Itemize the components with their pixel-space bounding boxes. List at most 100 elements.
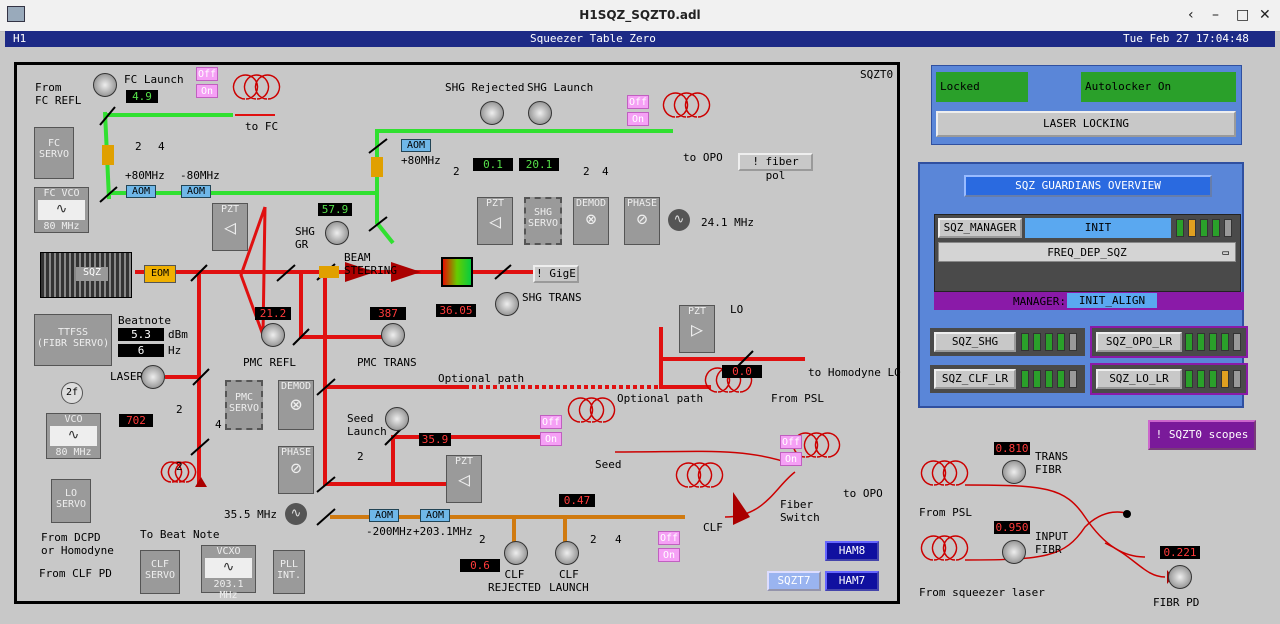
sqz-clf-lr-button[interactable]: SQZ_CLF_LR bbox=[934, 369, 1016, 389]
seed-label: Seed bbox=[595, 458, 622, 471]
photodiode-clf-rejected bbox=[504, 541, 528, 565]
phase-shg-box[interactable]: PHASE⊘ bbox=[624, 197, 660, 245]
fc-shutter-on[interactable]: On bbox=[196, 84, 218, 98]
fc-vco-box[interactable]: FC VCO ∿ 80 MHz bbox=[34, 187, 89, 233]
ttfss-box[interactable]: TTFSS (FIBR SERVO) bbox=[34, 314, 112, 366]
optional-path-label: Optional path bbox=[438, 372, 525, 385]
from-dcpd-label: From DCPD or Homodyne bbox=[41, 531, 114, 557]
minimize-icon[interactable]: ‹ bbox=[1188, 7, 1194, 23]
maximize-icon[interactable]: □ bbox=[1236, 7, 1250, 23]
state-segment bbox=[1021, 370, 1029, 388]
aom-clf-1[interactable]: AOM bbox=[369, 509, 399, 522]
sqz-manager-button[interactable]: SQZ_MANAGER bbox=[938, 218, 1022, 238]
clf-shutter-on[interactable]: On bbox=[658, 548, 680, 562]
sqz-opo-lr-button[interactable]: SQZ_OPO_LR bbox=[1096, 332, 1182, 352]
fiber-fc bbox=[232, 74, 281, 100]
guardians-overview-button[interactable]: SQZ GUARDIANS OVERVIEW bbox=[964, 175, 1212, 197]
clf-servo-box[interactable]: CLF SERVO bbox=[140, 550, 180, 594]
ham8-button[interactable]: HAM8 bbox=[825, 541, 879, 561]
aom-fc-1[interactable]: AOM bbox=[126, 185, 156, 198]
demod-shg-box[interactable]: DEMOD⊗ bbox=[573, 197, 609, 245]
vco-box[interactable]: VCO ∿ 80 MHz bbox=[46, 413, 101, 459]
demod-pmc-box[interactable]: DEMOD⊗ bbox=[278, 380, 314, 430]
phase-label: PHASE bbox=[280, 447, 312, 458]
pzt-triangle-icon: ◁ bbox=[457, 467, 471, 491]
vcxo-box[interactable]: VCXO ∿ 203.1 MHz bbox=[201, 545, 256, 601]
opo2-shutter-off[interactable]: Off bbox=[780, 435, 802, 449]
pmc-servo-box[interactable]: PMC SERVO bbox=[225, 380, 263, 430]
phase-pmc-box[interactable]: PHASE⊘ bbox=[278, 446, 314, 494]
shg-servo-box[interactable]: SHG SERVO bbox=[524, 197, 562, 245]
waveplate-half-ir2: 2 bbox=[176, 460, 183, 473]
green-beam-shg bbox=[375, 193, 395, 245]
clf-launch-label: CLF LAUNCH bbox=[549, 568, 589, 594]
clf-shutter-off[interactable]: Off bbox=[658, 531, 680, 545]
opo2-shutter-on[interactable]: On bbox=[780, 452, 802, 466]
shg-rejected-readback: 0.1 bbox=[473, 158, 513, 171]
minimize-button[interactable]: – bbox=[1212, 7, 1219, 23]
close-icon[interactable]: ✕ bbox=[1259, 7, 1271, 23]
pzt-label: PZT bbox=[220, 204, 240, 215]
state-segment bbox=[1233, 333, 1241, 351]
pzt-lo-box[interactable]: PZT▷ bbox=[679, 305, 715, 353]
sqzt7-button[interactable]: SQZT7 bbox=[767, 571, 821, 591]
to-opo-label: to OPO bbox=[683, 151, 723, 164]
fiber-pol-button[interactable]: ! fiber pol bbox=[738, 153, 813, 182]
sqz-shg-button[interactable]: SQZ_SHG bbox=[934, 332, 1016, 352]
lens-red bbox=[319, 266, 339, 278]
sqz-lo-lr-button[interactable]: SQZ_LO_LR bbox=[1096, 369, 1182, 389]
fibr-pd-readback: 0.221 bbox=[1160, 546, 1200, 559]
sqz-laser[interactable]: SQZ bbox=[40, 252, 132, 298]
pll-box[interactable]: PLL INT. bbox=[273, 550, 305, 594]
laser-locking-button[interactable]: LASER LOCKING bbox=[936, 111, 1236, 137]
from-clf-pd-label: From CLF PD bbox=[39, 567, 112, 580]
pmc-trans-readback: 387 bbox=[370, 307, 406, 320]
trans-fibr-label: TRANS FIBR bbox=[1035, 450, 1069, 476]
clf-rejected-label: CLF REJECTED bbox=[488, 568, 541, 594]
sqzt0-scopes-button[interactable]: ! SQZT0 scopes bbox=[1148, 420, 1256, 450]
to-homodyne-label: to Homodyne LO bbox=[808, 366, 901, 379]
waveplate-half-seed: 2 bbox=[357, 450, 364, 463]
pzt-pmc-box[interactable]: PZT◁ bbox=[212, 203, 248, 251]
oscillator-icon: ∿ bbox=[285, 503, 307, 525]
fiber-seed-out bbox=[614, 450, 796, 466]
photodiode-pmc-trans bbox=[381, 323, 405, 347]
lo-servo-box[interactable]: LO SERVO bbox=[51, 479, 91, 523]
pzt-shg-box[interactable]: PZT◁ bbox=[477, 197, 513, 245]
table-frame bbox=[14, 62, 900, 604]
shg-launch-readback: 20.1 bbox=[519, 158, 559, 171]
pzt-label: PZT bbox=[687, 306, 707, 317]
manager-state: INIT bbox=[1025, 218, 1171, 238]
fiber-coupler-diagram bbox=[920, 460, 1173, 584]
fc-shutter-off[interactable]: Off bbox=[196, 67, 218, 81]
minus80-label: -80MHz bbox=[180, 169, 220, 182]
lo-readback: 0.0 bbox=[722, 365, 762, 378]
state-segment bbox=[1197, 370, 1205, 388]
aom-shg[interactable]: AOM bbox=[401, 139, 431, 152]
photodiode-laser-ir bbox=[141, 365, 165, 389]
seed-shutter-on[interactable]: On bbox=[540, 432, 562, 446]
opo-shutter-off[interactable]: Off bbox=[627, 95, 649, 109]
screen-title: Squeezer Table Zero bbox=[530, 32, 656, 45]
state-segment bbox=[1185, 370, 1193, 388]
opo-shutter-on[interactable]: On bbox=[627, 112, 649, 126]
request-select[interactable]: FREQ_DEP_SQZ▭ bbox=[938, 242, 1236, 262]
pzt-seed-box[interactable]: PZT◁ bbox=[446, 455, 482, 503]
aom-fc-2[interactable]: AOM bbox=[181, 185, 211, 198]
gige-button[interactable]: ! GigE bbox=[533, 265, 579, 283]
fc-servo-box[interactable]: FC SERVO bbox=[34, 127, 74, 179]
red-beam-seed bbox=[323, 387, 455, 486]
waveplate-quarter-ir: 4 bbox=[215, 418, 222, 431]
fiber-switch-label: Fiber Switch bbox=[780, 498, 820, 524]
clf-launch-readback: 0.47 bbox=[559, 494, 595, 507]
seed-shutter-off[interactable]: Off bbox=[540, 415, 562, 429]
input-fibr-label: INPUT FIBR bbox=[1035, 530, 1069, 556]
fiber-opo bbox=[662, 92, 711, 118]
freq-35-label: 35.5 MHz bbox=[224, 508, 277, 521]
doubler-2f: 2f bbox=[61, 382, 83, 404]
sine-icon: ∿ bbox=[205, 558, 252, 578]
shg-trans-readback: 36.05 bbox=[436, 304, 476, 317]
eom-box[interactable]: EOM bbox=[144, 265, 176, 283]
ham7-button[interactable]: HAM7 bbox=[825, 571, 879, 591]
aom-clf-2[interactable]: AOM bbox=[420, 509, 450, 522]
